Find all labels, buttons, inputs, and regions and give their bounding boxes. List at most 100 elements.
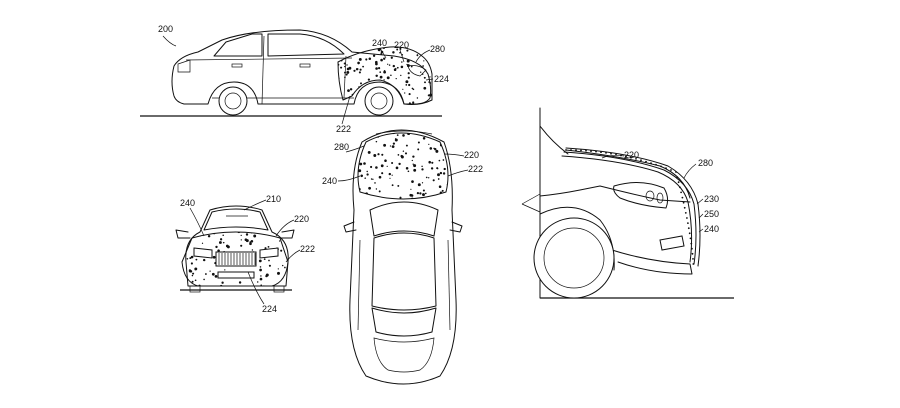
stipple-dot	[194, 279, 197, 282]
stipple-dot	[191, 274, 194, 277]
leader-detail-250	[698, 213, 704, 219]
stipple-dot	[396, 134, 399, 136]
label-top-240: 240	[322, 176, 337, 186]
stipple-dot	[395, 67, 397, 70]
label-top-220: 220	[464, 150, 479, 160]
stipple-dot	[386, 76, 390, 80]
stipple-dot	[428, 81, 430, 83]
stipple-dot	[437, 178, 440, 180]
stipple-dot	[383, 143, 387, 147]
stipple-dot	[428, 143, 430, 146]
leader-front-222	[285, 249, 301, 263]
stipple-dot	[429, 76, 431, 78]
stipple-dot	[391, 161, 394, 165]
coating-dot	[655, 163, 657, 166]
leader-top-220	[443, 153, 465, 157]
top-front-bumper	[375, 130, 433, 135]
coating-dot	[610, 152, 612, 155]
stipple-dot	[375, 188, 378, 190]
stipple-dot	[367, 150, 371, 154]
leader-front-224	[247, 271, 265, 305]
stipple-dot	[358, 46, 361, 49]
stipple-dot	[256, 224, 257, 225]
coating-dot	[691, 247, 693, 250]
stipple-dot	[392, 51, 395, 54]
stipple-dot	[406, 63, 408, 66]
stipple-dot	[364, 46, 367, 48]
stipple-dot	[394, 138, 398, 142]
stipple-dot	[381, 153, 384, 156]
stipple-dot	[237, 232, 241, 234]
stipple-dot	[195, 229, 197, 231]
stipple-dot	[351, 43, 354, 46]
stipple-dot	[262, 232, 265, 233]
coating-dot	[687, 222, 689, 225]
stipple-dot	[429, 101, 432, 105]
stipple-dot	[207, 234, 211, 238]
coating-dot	[565, 149, 567, 151]
stipple-dot	[404, 152, 408, 155]
coating-dot	[689, 237, 692, 240]
stipple-dot	[190, 228, 193, 231]
stipple-dot	[358, 71, 361, 74]
stipple-dot	[190, 262, 193, 265]
label-side-220: 220	[394, 40, 409, 50]
label-side-222: 222	[336, 124, 351, 134]
stipple-dot	[429, 127, 430, 128]
stipple-dot	[364, 177, 366, 179]
stipple-dot	[405, 84, 408, 86]
leader-top-240	[337, 175, 361, 182]
stipple-dot	[434, 148, 437, 151]
stipple-dot	[401, 61, 403, 63]
coating-dot	[692, 263, 695, 265]
coating-dot	[650, 162, 652, 165]
coating-dot	[691, 252, 694, 255]
front-body-outline	[185, 205, 289, 287]
coating-dot	[630, 156, 632, 159]
side-body-outline	[171, 29, 432, 105]
coating-dot	[676, 176, 679, 179]
detail-lower-edge	[521, 193, 541, 205]
stipple-dot	[395, 77, 397, 80]
coating-dot	[670, 169, 672, 171]
leader-front-220	[275, 219, 295, 237]
stipple-dot	[411, 87, 414, 90]
leader-side-280	[415, 49, 431, 63]
stipple-dot	[222, 234, 224, 237]
stipple-dot	[370, 165, 373, 169]
stipple-dot	[412, 124, 415, 127]
side-headlight	[407, 65, 427, 77]
coating-dot	[682, 201, 685, 204]
stipple-dot	[366, 200, 369, 203]
side-front-wheel	[364, 86, 394, 116]
label-side-280: 280	[430, 44, 445, 54]
coating-dot	[681, 196, 684, 199]
stipple-dot	[343, 47, 345, 50]
stipple-dot	[360, 130, 362, 132]
stipple-dot	[284, 266, 286, 269]
stipple-dot	[390, 74, 392, 76]
top-left-belt	[357, 239, 361, 331]
coating-dot	[684, 212, 687, 214]
stipple-dot	[419, 192, 422, 195]
stipple-dot	[355, 133, 356, 134]
stipple-dot	[282, 264, 284, 267]
stipple-dot	[380, 203, 382, 205]
stipple-dot	[278, 240, 281, 242]
leader-detail-220	[601, 154, 625, 159]
stipple-dot	[412, 163, 414, 165]
stipple-dot	[406, 59, 410, 63]
top-right-belt	[447, 239, 451, 331]
stipple-dot	[240, 239, 242, 241]
stipple-dot	[422, 137, 426, 140]
stipple-dot	[259, 277, 263, 281]
stipple-dot	[362, 65, 364, 68]
stipple-dot	[349, 88, 353, 91]
coating-dot	[580, 149, 582, 152]
stipple-dot	[412, 155, 415, 158]
label-front-222: 222	[300, 244, 315, 254]
stipple-dot	[377, 153, 380, 156]
stipple-dot	[384, 159, 387, 162]
stipple-dot	[278, 227, 279, 228]
leader-200	[162, 35, 177, 47]
